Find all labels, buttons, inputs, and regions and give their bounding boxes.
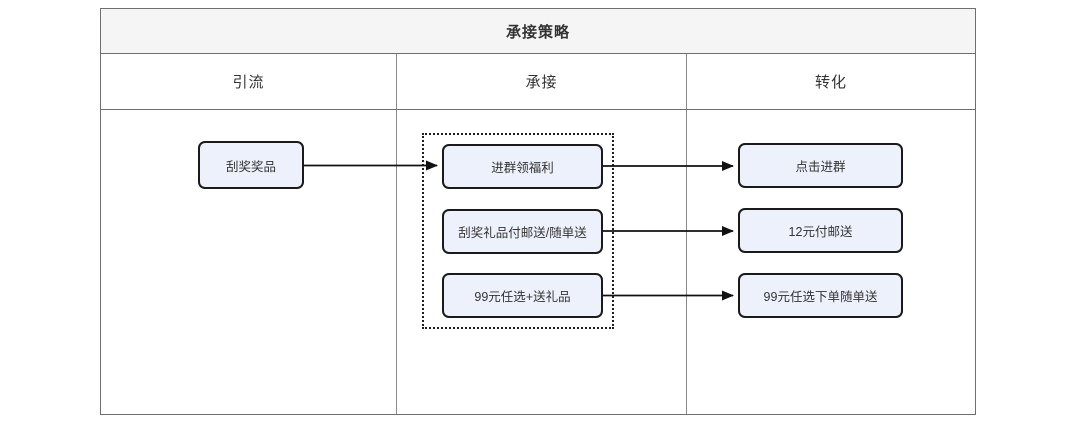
diagram-body xyxy=(101,110,975,414)
column-headers: 引流 承接 转化 xyxy=(101,54,975,110)
diagram-frame: 承接策略 引流 承接 转化 xyxy=(100,8,976,415)
node-right-1: 点击进群 xyxy=(738,143,903,188)
node-right-2: 12元付邮送 xyxy=(738,208,903,253)
column-header-accept: 承接 xyxy=(396,54,687,109)
node-middle-1: 进群领福利 xyxy=(442,144,603,189)
node-middle-3: 99元任选+送礼品 xyxy=(442,273,603,318)
diagram-title: 承接策略 xyxy=(101,9,975,54)
node-source: 刮奖奖品 xyxy=(198,141,304,189)
lane-accept xyxy=(396,110,687,414)
column-header-convert: 转化 xyxy=(814,74,847,91)
node-middle-2: 刮奖礼品付邮送/随单送 xyxy=(442,209,603,254)
node-right-3: 99元任选下单随单送 xyxy=(738,273,903,318)
column-header-traffic: 引流 xyxy=(232,74,265,91)
